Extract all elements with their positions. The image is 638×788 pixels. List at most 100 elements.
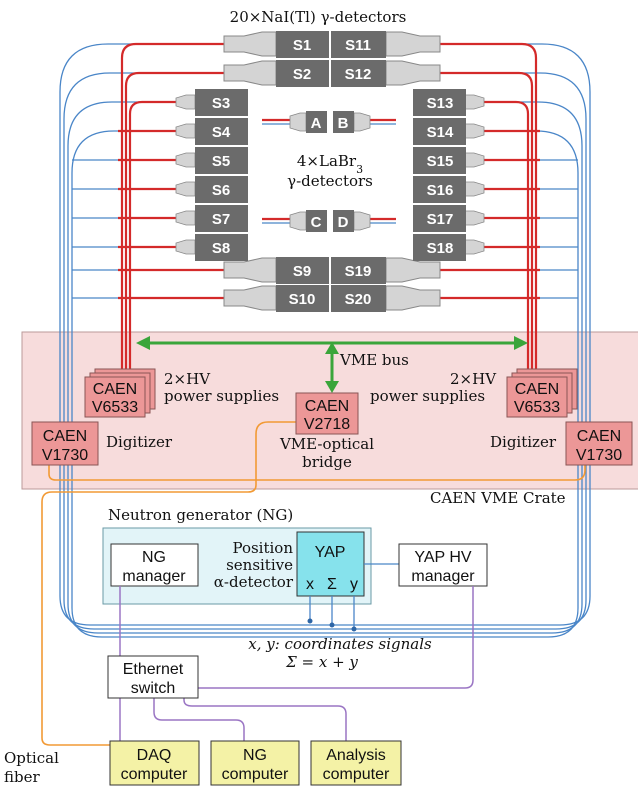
detector-s9 xyxy=(276,257,329,284)
coords-caption: x, y: coordinates signals xyxy=(248,635,432,653)
detector-b xyxy=(333,111,354,133)
nai-pair-s9-s19: S9 S19 xyxy=(223,257,441,284)
labr-detectors: A B C D xyxy=(289,111,371,232)
daq-computer: DAQ computer xyxy=(109,740,200,786)
yap-detector: YAP x Σ y xyxy=(296,531,365,597)
detector-s19 xyxy=(331,257,386,284)
yap-output-sigma: Σ xyxy=(327,576,337,593)
optical-fiber-label: fiber xyxy=(4,768,40,786)
yap-label: YAP xyxy=(315,544,346,561)
hv-right-caption: 2×HV xyxy=(450,370,497,388)
ng-title: Neutron generator (NG) xyxy=(108,506,293,524)
hv-cables xyxy=(118,42,540,372)
detector-d xyxy=(333,210,354,232)
box-label: YAP HV xyxy=(414,549,472,566)
digitizer-left-caption: Digitizer xyxy=(106,433,173,451)
nai-title: 20×NaI(Tl) γ-detectors xyxy=(230,8,407,26)
detector-label: S6 xyxy=(212,182,230,199)
alpha-detector-label: α-detector xyxy=(214,573,294,591)
yap-signal-dots xyxy=(307,618,357,632)
detector-label: B xyxy=(338,115,349,132)
nai-pair-s10-s20: S10 S20 xyxy=(223,285,441,312)
yap-output-y: y xyxy=(350,576,358,593)
module-label: V2718 xyxy=(304,416,350,433)
nai-pair-s1-s11: S1 S11 xyxy=(223,31,441,58)
detector-c xyxy=(306,210,327,232)
detector-label: S16 xyxy=(427,182,454,199)
detector-label: C xyxy=(311,214,322,231)
digitizer-right: CAEN V1730 xyxy=(565,421,633,466)
module-label: V1730 xyxy=(42,447,88,464)
detector-label: S19 xyxy=(345,263,372,280)
detector-s16 xyxy=(413,176,466,203)
ethernet-switch: Ethernet switch xyxy=(107,655,199,699)
detector-s2 xyxy=(276,60,329,87)
module-label: CAEN xyxy=(515,381,559,398)
analysis-computer: Analysis computer xyxy=(310,740,402,786)
detector-label: S14 xyxy=(427,124,454,141)
detector-s12 xyxy=(331,60,386,87)
detector-s8 xyxy=(195,234,248,261)
detector-s7 xyxy=(195,205,248,232)
bridge-caption: VME-optical xyxy=(279,435,374,453)
box-label: Ethernet xyxy=(123,661,184,678)
detector-label: S8 xyxy=(212,240,230,257)
bridge-caption: bridge xyxy=(302,453,352,471)
detector-label: S9 xyxy=(293,263,311,280)
detector-s20 xyxy=(331,285,386,312)
hv-supply-right: CAEN V6533 xyxy=(506,368,578,418)
detector-s10 xyxy=(276,285,329,312)
labr-subtitle: γ-detectors xyxy=(287,172,373,190)
box-label: NG xyxy=(142,549,166,566)
detector-s5 xyxy=(195,147,248,174)
alpha-detector-label: sensitive xyxy=(226,556,293,574)
module-label: CAEN xyxy=(577,428,621,445)
vme-bus-arrows xyxy=(136,336,528,393)
detector-label: S12 xyxy=(345,66,372,83)
optical-fibers xyxy=(41,421,586,746)
yap-hv-manager: YAP HV manager xyxy=(398,543,488,587)
detector-label: S18 xyxy=(427,240,454,257)
detector-label: S5 xyxy=(212,153,230,170)
detector-s15 xyxy=(413,147,466,174)
box-label: computer xyxy=(222,766,289,783)
yap-output-x: x xyxy=(306,576,314,593)
digitizer-right-caption: Digitizer xyxy=(490,433,557,451)
left-detector-column: S3 S4 S5 S6 S7 S8 xyxy=(175,89,248,261)
box-label: switch xyxy=(131,680,175,697)
hv-supply-left: CAEN V6533 xyxy=(84,368,156,418)
detector-s3 xyxy=(195,89,248,116)
coords-caption: Σ = x + y xyxy=(285,653,358,671)
detector-s4 xyxy=(195,118,248,145)
detector-s6 xyxy=(195,176,248,203)
detector-label: S1 xyxy=(293,37,311,54)
hv-left-caption: power supplies xyxy=(164,387,279,405)
module-label: CAEN xyxy=(93,381,137,398)
box-label: manager xyxy=(411,568,475,585)
module-label: CAEN xyxy=(305,398,349,415)
right-detector-column: S13 S14 S15 S16 S17 S18 xyxy=(413,89,485,261)
module-label: V1730 xyxy=(576,447,622,464)
vme-bus-label: VME bus xyxy=(339,351,409,369)
module-label: CAEN xyxy=(43,428,87,445)
hv-left-caption: 2×HV xyxy=(164,370,211,388)
hv-right-caption: power supplies xyxy=(370,387,485,405)
nai-pair-s2-s12: S2 S12 xyxy=(223,60,441,87)
detector-label: S4 xyxy=(212,124,231,141)
box-label: manager xyxy=(122,568,186,585)
module-label: V6533 xyxy=(514,399,560,416)
detector-s14 xyxy=(413,118,466,145)
optical-fiber-label: Optical xyxy=(4,749,59,767)
detector-label: S2 xyxy=(293,66,311,83)
detector-s17 xyxy=(413,205,466,232)
box-label: Analysis xyxy=(326,747,386,764)
alpha-detector-label: Position xyxy=(232,539,293,557)
box-label: DAQ xyxy=(137,747,172,764)
module-label: V6533 xyxy=(92,399,138,416)
crate-label: CAEN VME Crate xyxy=(430,489,566,507)
detector-s18 xyxy=(413,234,466,261)
detector-label: S15 xyxy=(427,153,454,170)
labr-title: 4×LaBr3 xyxy=(297,152,363,176)
